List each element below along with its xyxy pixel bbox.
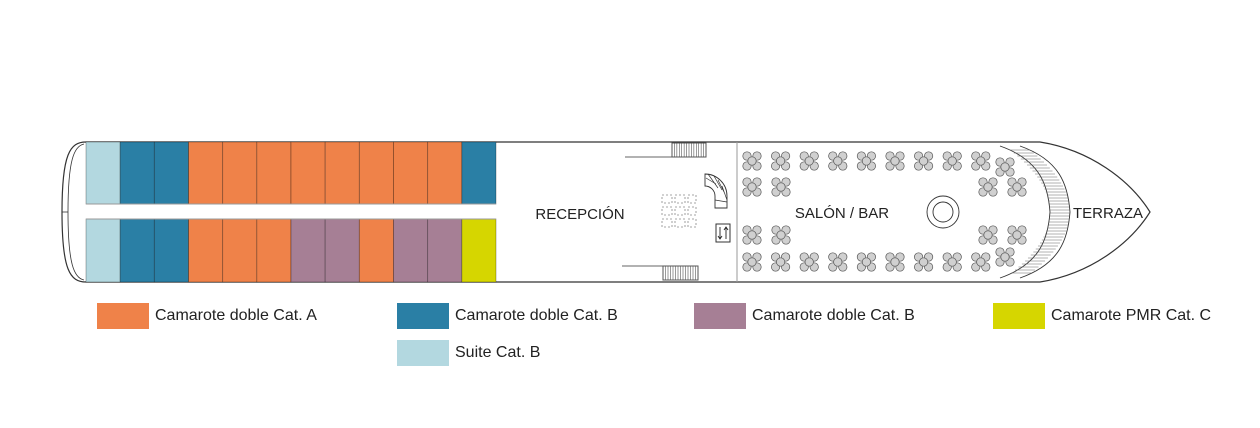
- table: [771, 225, 791, 245]
- table: [742, 177, 762, 197]
- cabin-cat-a[interactable]: [393, 141, 429, 205]
- table: [828, 151, 848, 171]
- legend-swatch: [694, 303, 746, 329]
- legend-label: Camarote doble Cat. B: [752, 307, 915, 324]
- terrace-boundary: [999, 145, 1051, 279]
- table: [978, 177, 998, 197]
- legend-swatch: [397, 303, 449, 329]
- cabin-cat-b-purple[interactable]: [290, 218, 326, 283]
- table: [942, 252, 962, 272]
- legend-item: Suite Cat. B: [397, 340, 540, 366]
- cabin-cat-a[interactable]: [256, 218, 292, 283]
- table: [995, 247, 1015, 267]
- table: [1007, 177, 1027, 197]
- legend-item: Camarote doble Cat. B: [397, 303, 618, 329]
- furniture-dashed: [661, 194, 697, 228]
- cabin-cat-a[interactable]: [222, 218, 258, 283]
- legend-swatch: [97, 303, 149, 329]
- table: [971, 151, 991, 171]
- terrace-label: TERRAZA: [1073, 205, 1143, 222]
- legend-label: Camarote PMR Cat. C: [1051, 307, 1212, 324]
- cabin-suite-b[interactable]: [85, 218, 121, 283]
- legend-item: Camarote doble Cat. A: [97, 303, 317, 329]
- stairs-top: [625, 142, 707, 158]
- cabin-cat-b-purple[interactable]: [427, 218, 463, 283]
- table: [885, 151, 905, 171]
- cabin-cat-b-blue[interactable]: [119, 218, 155, 283]
- table: [885, 252, 905, 272]
- cabin-cat-a[interactable]: [256, 141, 292, 205]
- table: [856, 151, 876, 171]
- table: [742, 225, 762, 245]
- cabin-cat-b-blue[interactable]: [461, 141, 497, 205]
- stern-rail: [67, 143, 85, 281]
- legend-swatch: [397, 340, 449, 366]
- cabin-pmr-c[interactable]: [461, 218, 497, 283]
- legend-swatch: [993, 303, 1045, 329]
- tables: [742, 151, 1027, 272]
- hull-outline: [61, 141, 1151, 283]
- cabin-cat-b-purple[interactable]: [324, 218, 360, 283]
- salon-label: SALÓN / BAR: [795, 205, 889, 222]
- table: [1007, 225, 1027, 245]
- stairs-bottom: [622, 265, 699, 281]
- table: [942, 151, 962, 171]
- table: [914, 151, 934, 171]
- table: [771, 151, 791, 171]
- cabin-cat-a[interactable]: [188, 141, 224, 205]
- cabin-cat-a[interactable]: [358, 218, 394, 283]
- table: [742, 252, 762, 272]
- table: [828, 252, 848, 272]
- table: [742, 151, 762, 171]
- bar-counter: [926, 195, 960, 229]
- table: [978, 225, 998, 245]
- cabin-cat-a[interactable]: [358, 141, 394, 205]
- cabin-cat-a[interactable]: [222, 141, 258, 205]
- legend-label: Camarote doble Cat. B: [455, 307, 618, 324]
- cabin-suite-b[interactable]: [85, 141, 121, 205]
- legend-label: Suite Cat. B: [455, 344, 541, 361]
- reception-label: RECEPCIÓN: [535, 206, 624, 223]
- cabin-cat-b-blue[interactable]: [153, 141, 189, 205]
- table: [995, 157, 1015, 177]
- cabin-cat-b-blue[interactable]: [119, 141, 155, 205]
- cabin-cat-a[interactable]: [188, 218, 224, 283]
- legend-item: Camarote doble Cat. B: [694, 303, 915, 329]
- elevator-icon: [715, 223, 731, 243]
- cabin-cat-a[interactable]: [290, 141, 326, 205]
- spiral-staircase-icon: [704, 173, 728, 209]
- cabins: [85, 141, 497, 283]
- cabin-cat-b-purple[interactable]: [393, 218, 429, 283]
- legend-label: Camarote doble Cat. A: [155, 307, 317, 324]
- legend-item: Camarote PMR Cat. C: [993, 303, 1211, 329]
- table: [799, 151, 819, 171]
- terrace-steps: [1010, 149, 1070, 274]
- table: [971, 252, 991, 272]
- table: [799, 252, 819, 272]
- table: [856, 252, 876, 272]
- table: [771, 252, 791, 272]
- cabin-cat-b-blue[interactable]: [153, 218, 189, 283]
- table: [914, 252, 934, 272]
- cabin-cat-a[interactable]: [324, 141, 360, 205]
- table: [771, 177, 791, 197]
- cabin-cat-a[interactable]: [427, 141, 463, 205]
